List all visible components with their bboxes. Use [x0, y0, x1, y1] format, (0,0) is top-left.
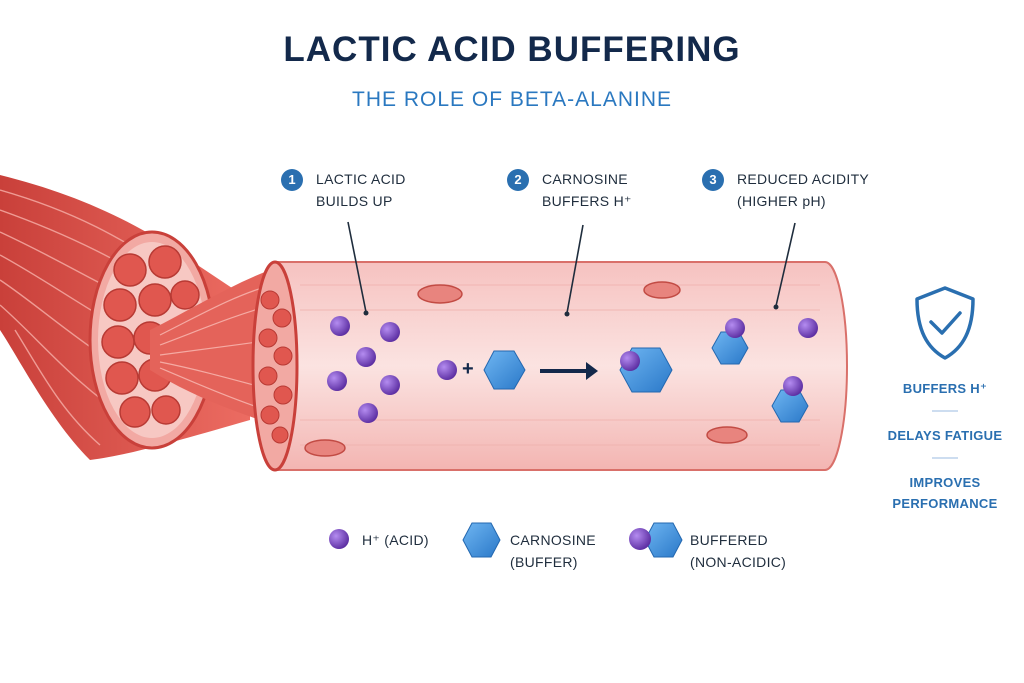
free-hydrogen-ions — [327, 316, 400, 423]
legend-hydrogen-label: H⁺ (ACID) — [362, 529, 429, 551]
legend-buffered-line-2: (NON-ACIDIC) — [690, 554, 787, 570]
step-1-line-2: BUILDS UP — [316, 193, 393, 209]
step-label-1: LACTIC ACID BUILDS UP — [316, 168, 406, 212]
step-badge-3 — [702, 169, 724, 191]
muscle-fiber-tube — [251, 260, 848, 472]
step-3-line-2: (HIGHER pH) — [737, 193, 826, 209]
step-number-1: 1 — [288, 172, 296, 187]
step-badge-1 — [281, 169, 303, 191]
step-1-line-1: LACTIC ACID — [316, 171, 406, 187]
legend-hydrogen-line-1: H⁺ (ACID) — [362, 532, 429, 548]
reaction-plus: + — [462, 358, 474, 380]
mitochondria — [304, 281, 748, 457]
legend-carnosine-label: CARNOSINE (BUFFER) — [510, 529, 596, 573]
legend-buffered-line-1: BUFFERED — [690, 532, 768, 548]
legend-buffered-label: BUFFERED (NON-ACIDIC) — [690, 529, 786, 573]
leader-lines — [347, 221, 796, 314]
page-subtitle: THE ROLE OF BETA-ALANINE — [352, 88, 672, 111]
step-label-2: CARNOSINE BUFFERS H⁺ — [542, 168, 632, 212]
legend-carnosine-line-2: (BUFFER) — [510, 554, 578, 570]
buffered-complexes — [711, 318, 818, 423]
page-title: LACTIC ACID BUFFERING — [283, 30, 741, 69]
shield-check-icon — [915, 286, 975, 360]
step-label-3: REDUCED ACIDITY (HIGHER pH) — [737, 168, 869, 212]
muscle-bundle — [0, 175, 275, 460]
step-3-line-1: REDUCED ACIDITY — [737, 171, 870, 187]
benefit-performance: PERFORMANCE — [892, 496, 998, 511]
benefit-buffers: BUFFERS H⁺ — [902, 381, 988, 396]
legend-icons — [329, 522, 683, 558]
buffering-reaction — [437, 347, 673, 393]
benefit-improves: IMPROVES — [909, 475, 981, 490]
legend-carnosine-line-1: CARNOSINE — [510, 532, 596, 548]
arrow-right-icon — [540, 362, 598, 380]
step-badge-2 — [507, 169, 529, 191]
step-number-2: 2 — [514, 172, 522, 187]
benefit-delays-fatigue: DELAYS FATIGUE — [887, 428, 1003, 443]
benefit-dividers — [932, 410, 958, 459]
step-2-line-1: CARNOSINE — [542, 171, 628, 187]
step-2-line-2: BUFFERS H⁺ — [542, 193, 632, 209]
step-number-3: 3 — [709, 172, 717, 187]
